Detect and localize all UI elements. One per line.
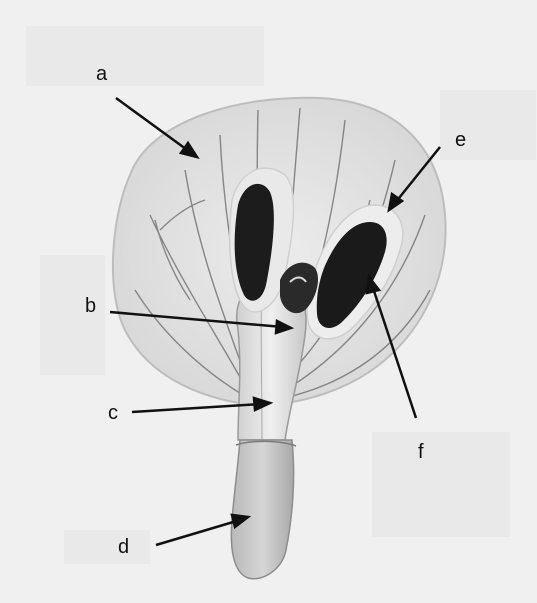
label-e: e (455, 130, 466, 150)
label-d: d (118, 537, 129, 557)
label-b: b (85, 296, 96, 316)
label-f: f (418, 442, 424, 462)
arrow-d (156, 520, 240, 545)
label-c: c (108, 403, 118, 423)
label-a: a (96, 64, 107, 84)
calyx-tube (231, 440, 293, 579)
